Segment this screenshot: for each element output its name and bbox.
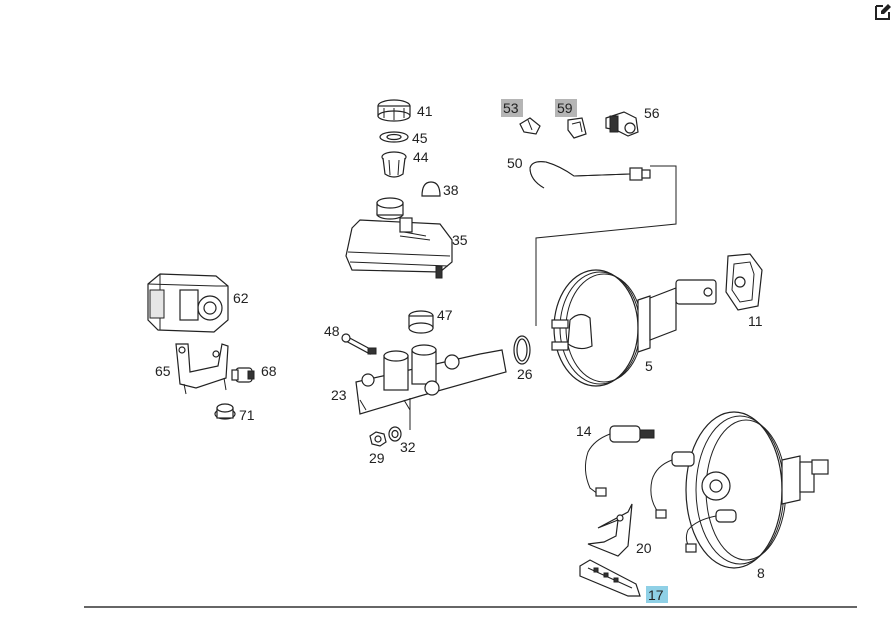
gasket-11-part[interactable] bbox=[725, 253, 763, 311]
label-11[interactable]: 11 bbox=[748, 313, 763, 329]
connector-68-part[interactable] bbox=[231, 367, 255, 383]
label-23[interactable]: 23 bbox=[331, 387, 347, 403]
label-68[interactable]: 68 bbox=[261, 363, 277, 379]
label-47[interactable]: 47 bbox=[437, 307, 453, 323]
label-45[interactable]: 45 bbox=[412, 130, 428, 146]
label-56[interactable]: 56 bbox=[644, 105, 660, 121]
label-26[interactable]: 26 bbox=[517, 366, 533, 382]
label-44[interactable]: 44 bbox=[413, 149, 429, 165]
brake-booster-8-part[interactable] bbox=[650, 411, 829, 569]
highlight-17 bbox=[646, 586, 668, 603]
label-59[interactable]: 59 bbox=[557, 100, 573, 116]
label-20[interactable]: 20 bbox=[636, 540, 652, 556]
master-cylinder-part[interactable] bbox=[355, 344, 507, 430]
plug-part[interactable] bbox=[421, 181, 441, 197]
nut-29-part[interactable] bbox=[369, 431, 387, 447]
grommet-71-part[interactable] bbox=[214, 403, 236, 420]
strainer-part[interactable] bbox=[381, 151, 407, 178]
edit-icon[interactable] bbox=[873, 2, 893, 22]
label-35[interactable]: 35 bbox=[452, 232, 468, 248]
label-5[interactable]: 5 bbox=[645, 358, 653, 374]
clip-59-part[interactable] bbox=[567, 117, 587, 139]
label-17[interactable]: 17 bbox=[648, 587, 664, 603]
sensor-clip-56-part[interactable] bbox=[605, 111, 639, 137]
brake-booster-part[interactable] bbox=[551, 269, 717, 387]
label-62[interactable]: 62 bbox=[233, 290, 249, 306]
label-71[interactable]: 71 bbox=[239, 407, 255, 423]
bracket-20-part[interactable] bbox=[587, 503, 633, 557]
pin-48-part[interactable] bbox=[341, 333, 377, 355]
label-65[interactable]: 65 bbox=[155, 363, 171, 379]
vacuum-line-part[interactable] bbox=[529, 161, 677, 326]
brake-fluid-reservoir-part[interactable] bbox=[345, 197, 453, 279]
label-48[interactable]: 48 bbox=[324, 323, 340, 339]
label-50[interactable]: 50 bbox=[507, 155, 523, 171]
reservoir-cap-part[interactable] bbox=[377, 99, 411, 122]
washer-32-part[interactable] bbox=[388, 426, 402, 442]
cap-seal-part[interactable] bbox=[379, 131, 409, 143]
abs-bracket-part[interactable] bbox=[175, 343, 229, 395]
label-29[interactable]: 29 bbox=[369, 450, 385, 466]
abs-hydraulic-unit-part[interactable] bbox=[147, 273, 229, 333]
label-14[interactable]: 14 bbox=[576, 423, 592, 439]
label-8[interactable]: 8 bbox=[757, 565, 765, 581]
label-41[interactable]: 41 bbox=[417, 103, 433, 119]
grommet-47-part[interactable] bbox=[408, 310, 434, 334]
seal-26-part[interactable] bbox=[513, 335, 531, 365]
label-53[interactable]: 53 bbox=[503, 100, 519, 116]
part-17-highlighted[interactable] bbox=[579, 559, 641, 597]
clip-53-part[interactable] bbox=[519, 117, 541, 135]
sensor-14-part[interactable] bbox=[584, 425, 655, 497]
label-38[interactable]: 38 bbox=[443, 182, 459, 198]
highlight-53 bbox=[501, 99, 523, 117]
highlight-59 bbox=[555, 99, 577, 117]
label-32[interactable]: 32 bbox=[400, 439, 416, 455]
